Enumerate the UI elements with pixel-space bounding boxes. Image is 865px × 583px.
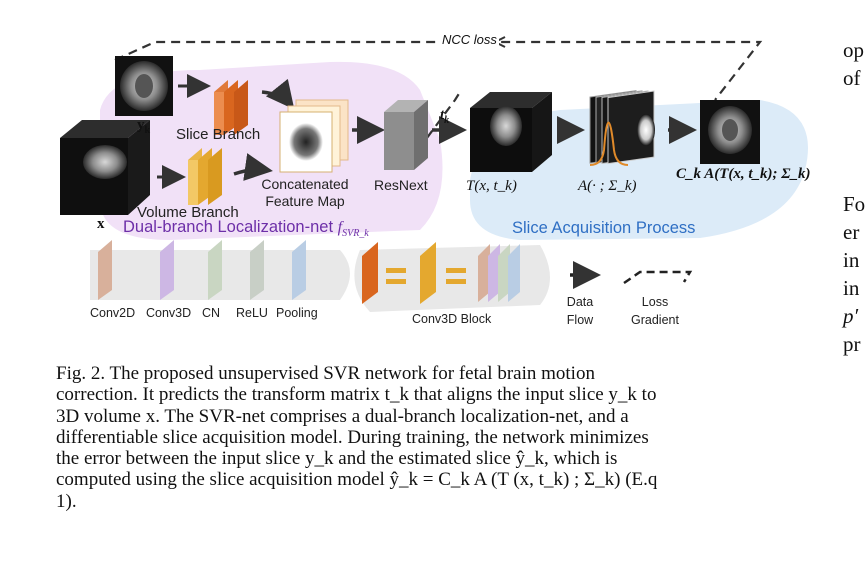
volume-branch-label: Volume Branch: [137, 204, 239, 221]
transformed-volume-label: T(x, t_k): [466, 178, 517, 194]
right-column-top: op of: [843, 38, 864, 90]
volume-label: x: [97, 216, 105, 232]
ncc-loss-label: NCC loss: [440, 32, 499, 47]
input-slice-image: [115, 56, 173, 116]
right-column-bottom: Fo er in in p′ pr: [843, 192, 865, 356]
legend-pooling-layer: [292, 240, 306, 300]
loss-gradient-icon: [623, 270, 693, 285]
legend-cn-layer: [208, 240, 222, 300]
caption-line: Fig. 2. The proposed unsupervised SVR ne…: [56, 363, 595, 384]
caption-line: 1).: [56, 490, 77, 512]
transform-param-label: tk: [440, 107, 450, 126]
caption-line: 3D volume x. The SVR-net comprises a dua…: [56, 405, 629, 427]
legend-cn-label: CN: [202, 306, 221, 320]
concatenated-feature-map-label: Concatenated Feature Map: [261, 176, 349, 209]
resnext-block: [384, 100, 428, 170]
legend-relu-label: ReLU: [236, 306, 268, 320]
legend-loss-gradient-label: Loss Gradient: [631, 295, 679, 327]
legend-conv2d-label: Conv2D: [90, 306, 136, 320]
output-slice-label: C_k A(T(x, t_k); Σ_k): [676, 166, 811, 182]
legend-conv3d-layer: [160, 240, 174, 300]
input-volume-cube: [60, 120, 150, 215]
legend-conv3d-block-label: Conv3D Block: [412, 312, 492, 326]
legend-relu-layer: [250, 240, 264, 300]
slice-branch-layers: [214, 80, 248, 135]
transformed-volume-cube: [470, 92, 552, 172]
legend-data-flow-label: Data Flow: [566, 295, 594, 327]
caption-line: computed using the slice acquisition mod…: [56, 469, 658, 491]
figure-diagram: [60, 36, 808, 312]
caption-line: correction. It predicts the transform ma…: [56, 384, 657, 406]
acquisition-slice-stack: [589, 90, 655, 166]
concatenated-feature-map: [279, 99, 349, 173]
conv3d-block-diagram: [362, 242, 520, 304]
volume-branch-layers: [188, 148, 222, 205]
legend-pooling-label: Pooling: [276, 306, 318, 320]
output-slice-image: [700, 100, 760, 164]
dual-branch-title: Dual-branch Localization-net fSVR_k: [123, 218, 369, 240]
caption-line: the error between the input slice y_k an…: [56, 448, 618, 470]
legend-conv2d-layer: [98, 240, 112, 300]
slice-acquisition-title: Slice Acquisition Process: [512, 219, 696, 237]
localization-region: [100, 61, 443, 240]
legend-conv3d-label: Conv3D: [146, 306, 192, 320]
acquisition-operator-label: A(· ; Σ_k): [578, 178, 637, 194]
figure-caption: Fig. 2. The proposed unsupervised SVR ne…: [56, 363, 808, 512]
resnext-label: ResNext: [374, 177, 428, 193]
caption-line: differentiable slice acquisition model. …: [56, 426, 649, 448]
slice-label: yk: [137, 117, 151, 136]
legend-block-bg: [354, 245, 550, 312]
slice-branch-label: Slice Branch: [176, 126, 261, 143]
